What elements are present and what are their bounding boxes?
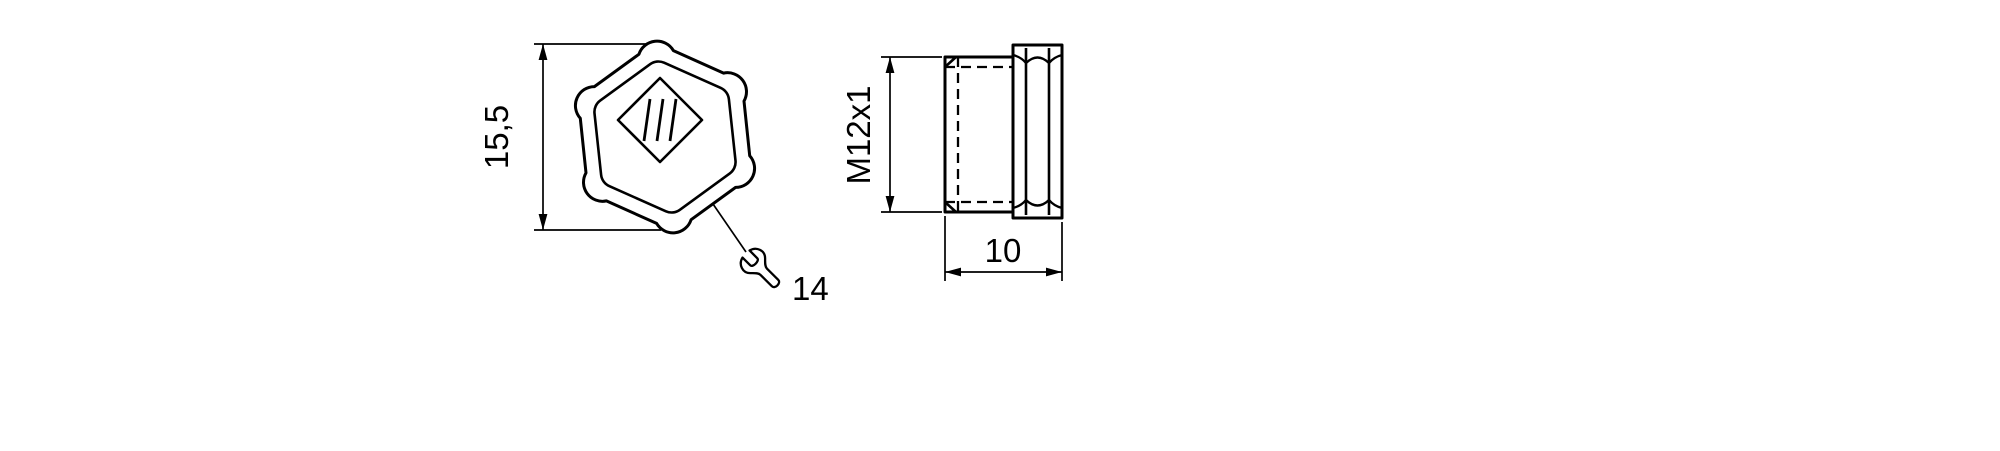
- leader-line: [712, 203, 747, 253]
- arrowhead-down: [538, 214, 548, 230]
- arrowhead-right: [1046, 267, 1062, 277]
- chamfer-top: [944, 56, 957, 68]
- cap-outer-contour: [573, 39, 757, 235]
- hex-chamfer-arcs: [1012, 53, 1063, 210]
- diamond-hatch-lines: [642, 98, 678, 142]
- diamond-marking: [616, 76, 704, 164]
- dimension-length-label: 10: [985, 232, 1022, 269]
- arrowhead-up: [885, 57, 895, 73]
- front-view: [573, 39, 757, 235]
- hex-head: [1011, 43, 1064, 220]
- chamfer-bottom: [944, 201, 957, 213]
- wrench-icon: [739, 247, 781, 289]
- wrench-size-label: 14: [792, 270, 829, 307]
- wrench-callout: 14: [712, 203, 829, 307]
- dimension-length: 10: [944, 216, 1063, 281]
- dimension-height-label: 15,5: [478, 105, 515, 169]
- side-view: [943, 43, 1064, 220]
- dimension-thread-label: M12x1: [840, 85, 877, 184]
- thread-body: [943, 55, 1015, 214]
- arrowhead-up: [538, 44, 548, 60]
- cap-inner-face: [593, 60, 737, 214]
- arrowhead-left: [945, 267, 961, 277]
- arrowhead-down: [885, 196, 895, 212]
- dimension-height: 15,5: [478, 43, 661, 231]
- dimension-thread: M12x1: [840, 56, 942, 213]
